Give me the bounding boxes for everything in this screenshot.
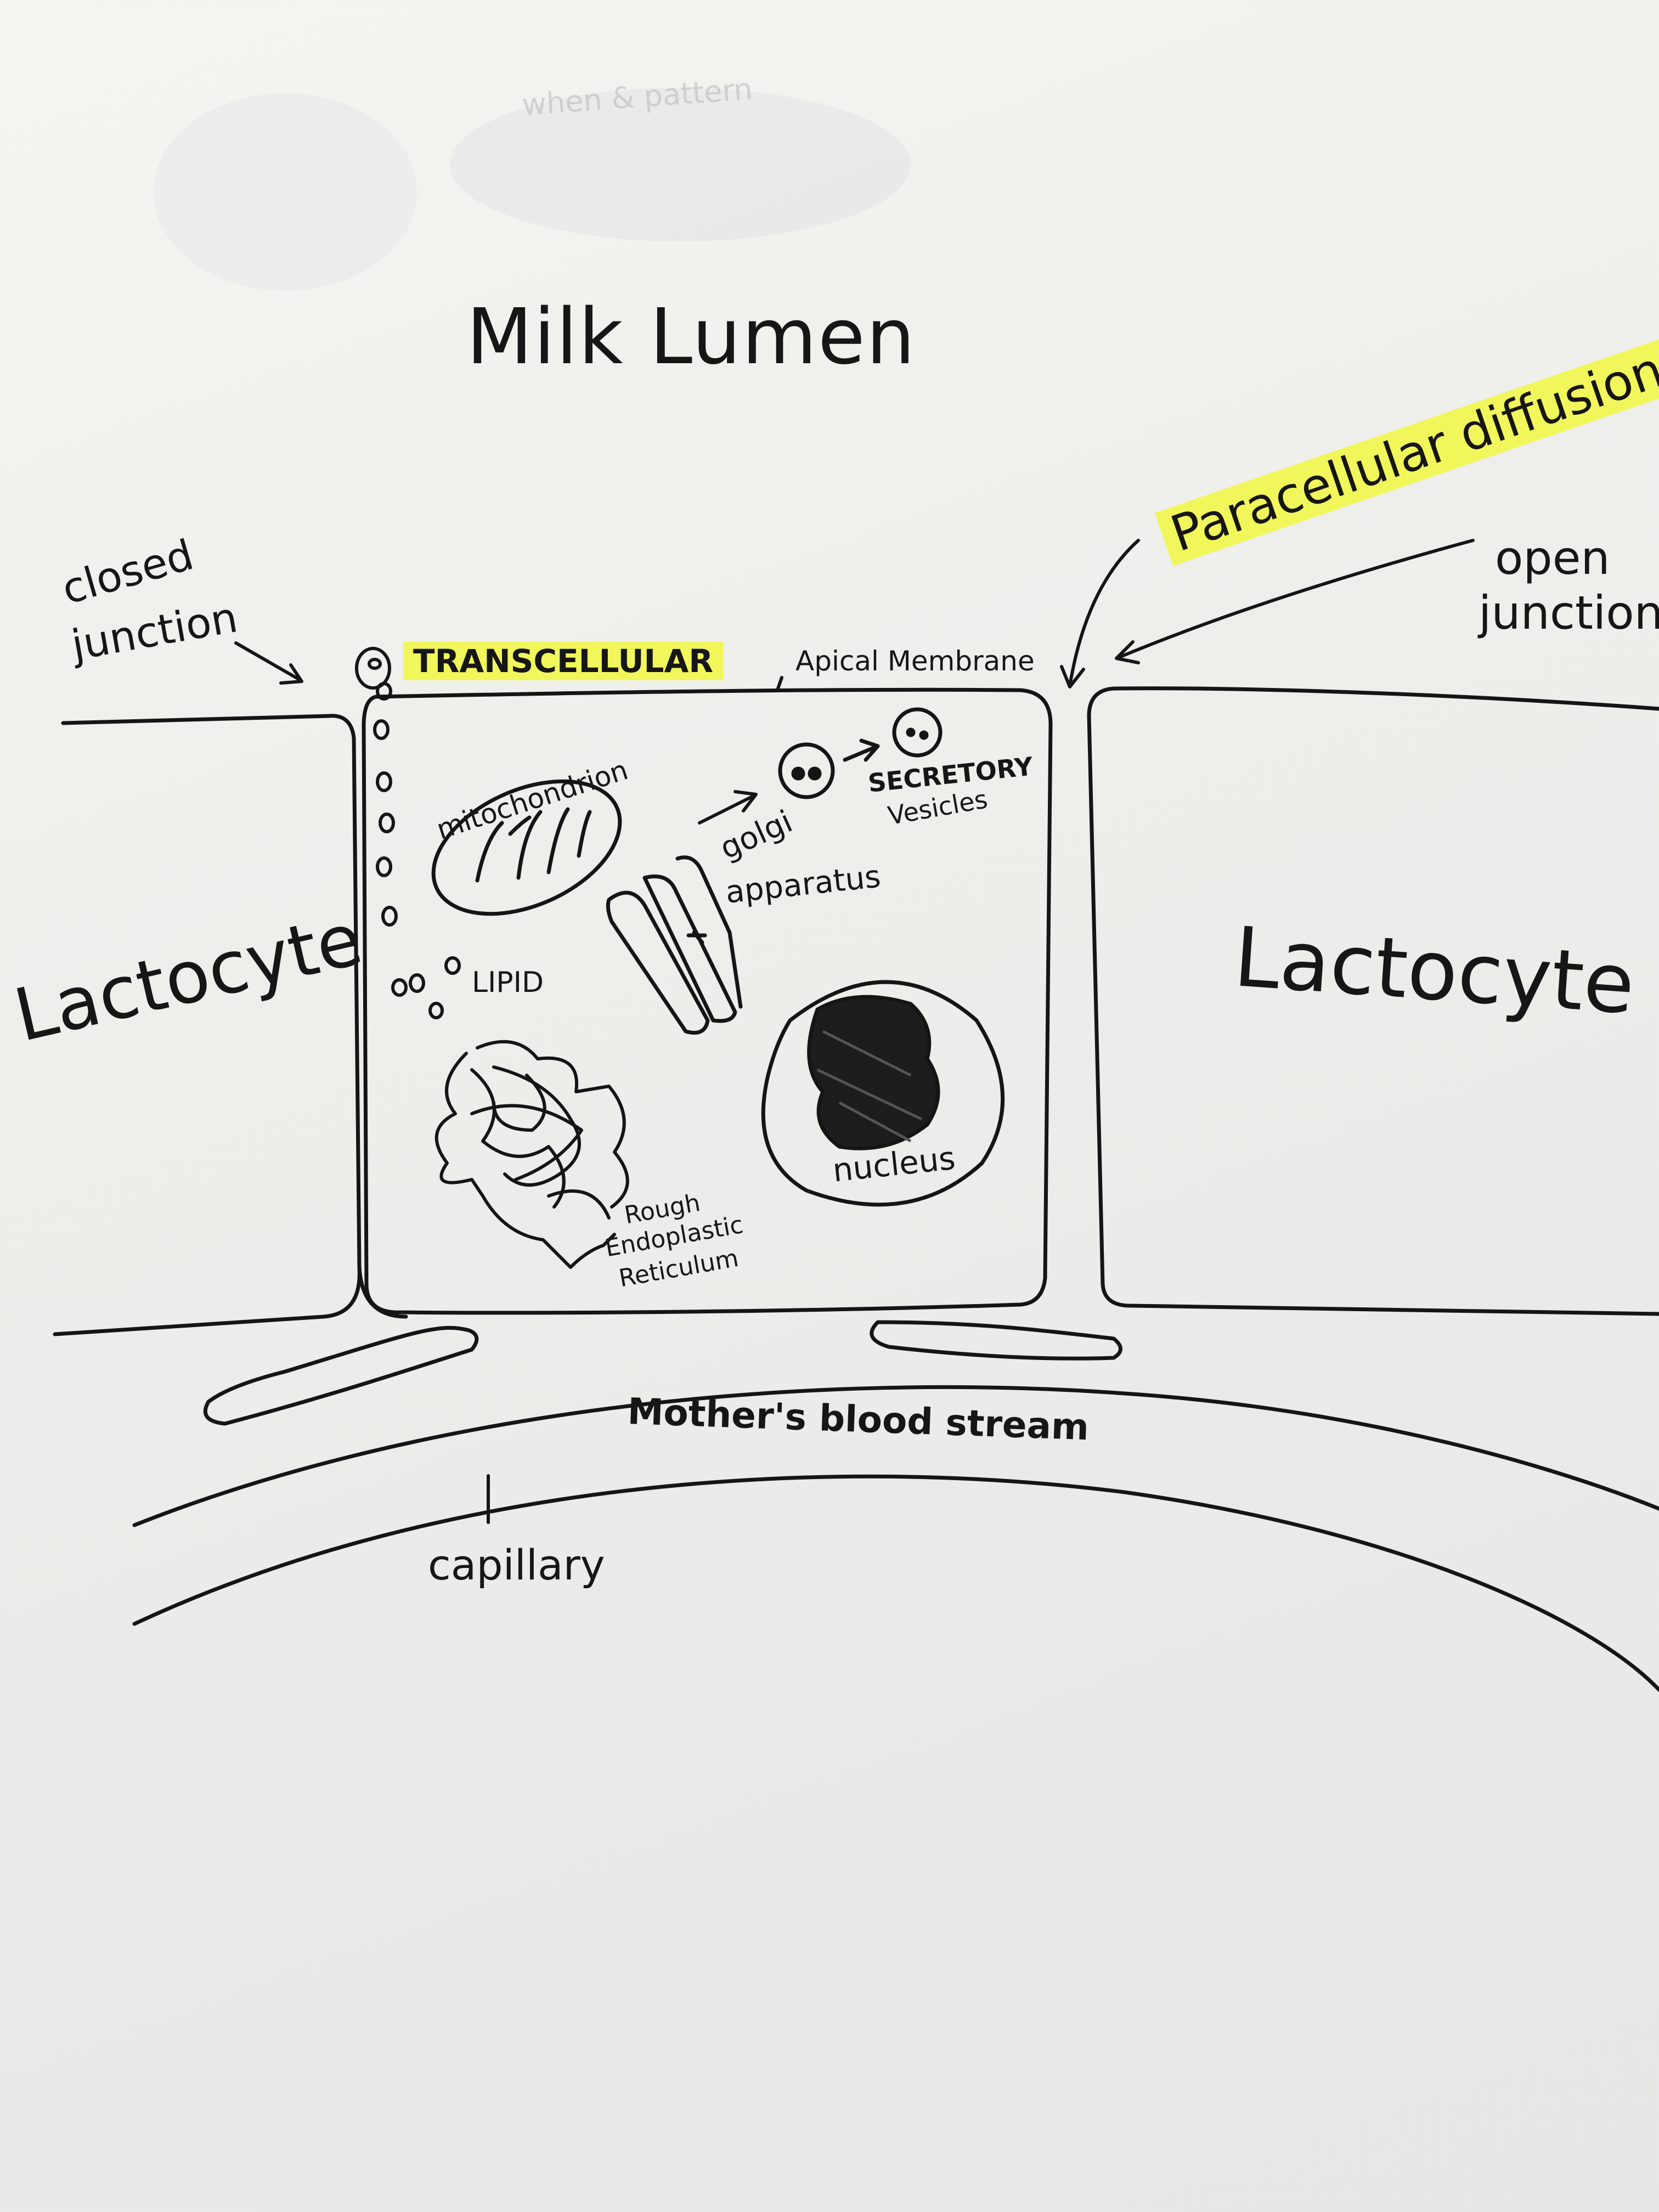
title-milk-lumen: Milk Lumen [466,292,916,382]
apical-membrane-tick [776,676,783,690]
rough-er-organelle [435,1040,629,1269]
nucleus-organelle [761,980,1005,1207]
blood-cell-right [870,1320,1122,1361]
lipid-label: LIPID [472,966,544,999]
open-junction-label-line2: junction [1479,586,1659,640]
paracellular-arrow [1060,539,1140,689]
transcellular-label: TRANSCELLULAR [403,642,724,680]
mitochondrion-organelle [431,779,622,916]
center-cell-outline [362,687,1053,1315]
left-junction-base [357,1265,408,1319]
open-junction-label-line1: open [1495,531,1610,585]
apical-membrane-label: Apical Membrane [795,645,1035,677]
right-cell-outline [1087,686,1659,1316]
capillary-wall-inner [132,1474,1659,1692]
golgi-organelle [606,855,743,1035]
golgi-to-vesicle-arrow [698,790,758,825]
left-cell-outline [53,714,362,1336]
paper-smudge [450,88,911,241]
paper-smudge [154,93,417,291]
secretory-vesicles [778,707,943,799]
lipid-droplets [355,647,461,1019]
blood-cell-left [203,1325,479,1426]
open-junction-arrow [1115,539,1475,664]
capillary-label: capillary [428,1541,605,1589]
capillary-wall-outer [132,1385,1659,1527]
closed-junction-arrow [234,641,303,685]
